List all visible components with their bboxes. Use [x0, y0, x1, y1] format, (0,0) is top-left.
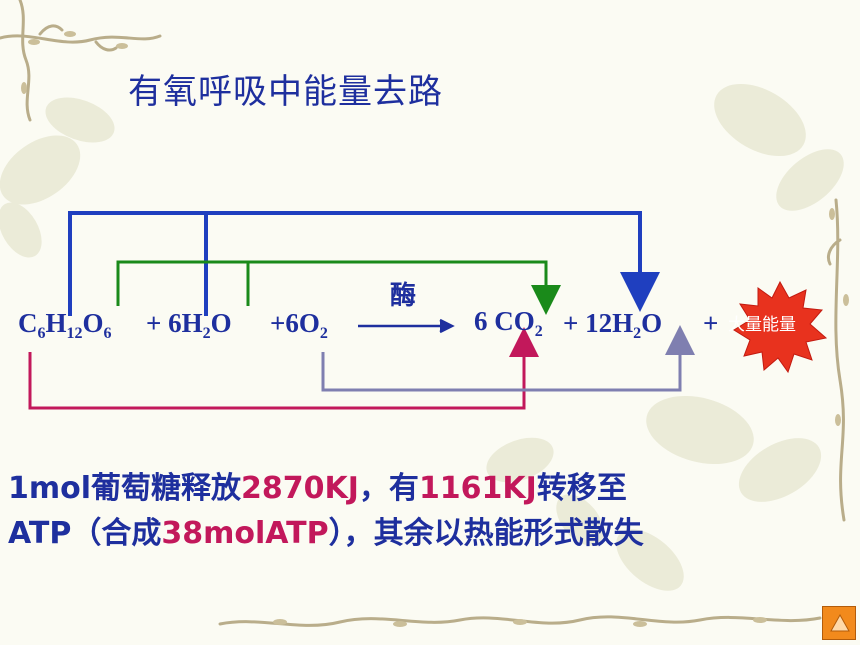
oxygen-to-water-arrow: [321, 325, 695, 392]
next-slide-button[interactable]: [822, 606, 856, 640]
water-product: + 12H2O: [563, 308, 663, 342]
carbon-oxygen-path-arrow: [116, 260, 561, 315]
energy-plus-sign: +: [703, 308, 719, 338]
energy-burst-icon: [733, 280, 828, 374]
water-reactant: + 6H2O: [146, 308, 232, 342]
oxygen-reactant: +6O2: [270, 308, 328, 342]
glucose-to-co2-arrow: [28, 327, 539, 410]
summary-line-2: ATP（合成38molATP），其余以热能形式散失: [8, 516, 644, 551]
enzyme-label: 酶: [390, 281, 417, 311]
reaction-arrow: [358, 318, 455, 334]
page-title: 有氧呼吸中能量去路: [128, 72, 443, 112]
energy-summary-text: 1mol葡萄糖释放2870KJ，有1161KJ转移至 ATP（合成38molAT…: [8, 466, 644, 556]
summary-line-1: 1mol葡萄糖释放2870KJ，有1161KJ转移至: [8, 471, 627, 506]
hydrogen-path-arrow: [68, 211, 660, 316]
glucose-formula: C6H12O6: [18, 308, 112, 342]
next-arrow-icon: [830, 613, 850, 632]
energy-label: 大量能量: [728, 315, 796, 335]
co2-product: 6 CO2: [474, 306, 543, 340]
